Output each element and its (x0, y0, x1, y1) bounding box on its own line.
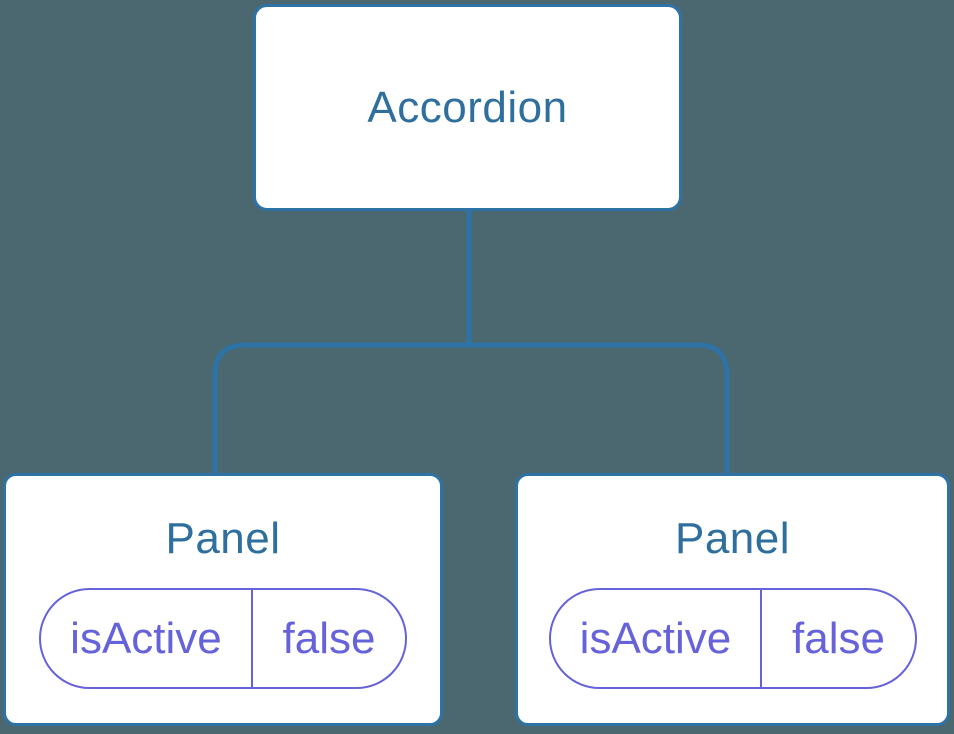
panel-node-label: Panel (674, 514, 791, 563)
connector-bracket-line (212, 342, 730, 474)
state-key: isActive (41, 590, 253, 687)
panel-node-left: Panel isActive false (3, 473, 443, 726)
panel-node-label: Panel (165, 514, 281, 563)
state-pill: isActive false (39, 588, 407, 689)
accordion-node-label: Accordion (367, 82, 568, 132)
state-key: isActive (551, 590, 763, 687)
state-pill: isActive false (548, 588, 917, 689)
panel-node-right: Panel isActive false (515, 473, 950, 726)
accordion-node: Accordion (253, 4, 682, 211)
state-value: false (792, 613, 885, 663)
state-value: false (282, 613, 376, 663)
